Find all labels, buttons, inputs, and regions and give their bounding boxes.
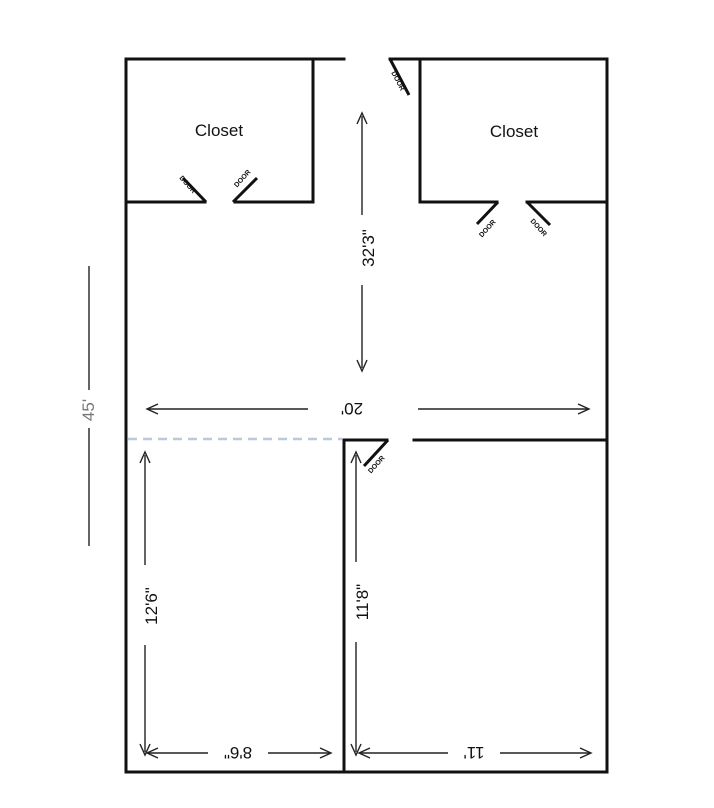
- arrow-down-icon: [139, 743, 151, 757]
- dim-left-room-width: 8'6": [145, 743, 333, 762]
- arrow-up-icon: [139, 450, 151, 464]
- arrow-left-icon: [145, 747, 159, 759]
- outer-walls: [124, 57, 609, 774]
- arrow-up-icon: [350, 450, 362, 464]
- dim-total-width: 20': [145, 399, 591, 418]
- interior-walls: [342, 438, 609, 774]
- door-swing-line: [388, 58, 411, 96]
- arrow-left-icon: [145, 403, 159, 415]
- dim-label: 32'3": [359, 229, 378, 267]
- door-label: DOOR: [177, 175, 196, 195]
- closet-left-label: Closet: [195, 121, 243, 140]
- closet-left-walls: [124, 57, 315, 204]
- dim-label: 11'8": [353, 584, 372, 620]
- dim-right-room-length: 11'8": [350, 450, 372, 757]
- dim-hall-length: 32'3": [356, 111, 378, 373]
- dim-left-room-length: 12'6": [139, 450, 161, 757]
- door-swing-line: [362, 438, 390, 468]
- door-right-room: DOOR: [362, 438, 390, 475]
- door-closet-right-b: DOOR: [525, 200, 552, 238]
- closet-right-label: Closet: [490, 122, 538, 141]
- door-label: DOOR: [478, 219, 497, 239]
- arrow-right-icon: [579, 747, 593, 759]
- dim-overall-length: 45': [79, 266, 98, 546]
- door-swing-line: [475, 200, 500, 226]
- dim-label: 12'6": [142, 587, 161, 625]
- dim-label: 20': [341, 399, 363, 418]
- arrow-left-icon: [357, 747, 371, 759]
- door-swing-line: [231, 176, 259, 204]
- door-closet-left-b: DOOR: [231, 169, 259, 204]
- door-closet-right-a: DOOR: [475, 200, 500, 239]
- arrow-down-icon: [350, 743, 362, 757]
- arrow-right-icon: [577, 403, 591, 415]
- dim-label: 45': [79, 399, 98, 421]
- dim-label: 11': [464, 743, 485, 762]
- arrow-right-icon: [319, 747, 333, 759]
- arrow-down-icon: [356, 359, 368, 373]
- arrow-up-icon: [356, 111, 368, 125]
- door-swing-line: [181, 176, 208, 204]
- closet-right-walls: [418, 57, 609, 204]
- door-top-entry: DOOR: [388, 58, 411, 96]
- dim-label: 8'6": [224, 743, 252, 762]
- dim-right-room-width: 11': [357, 743, 593, 762]
- door-swing-line: [525, 200, 552, 227]
- door-closet-left-a: DOOR: [177, 175, 208, 204]
